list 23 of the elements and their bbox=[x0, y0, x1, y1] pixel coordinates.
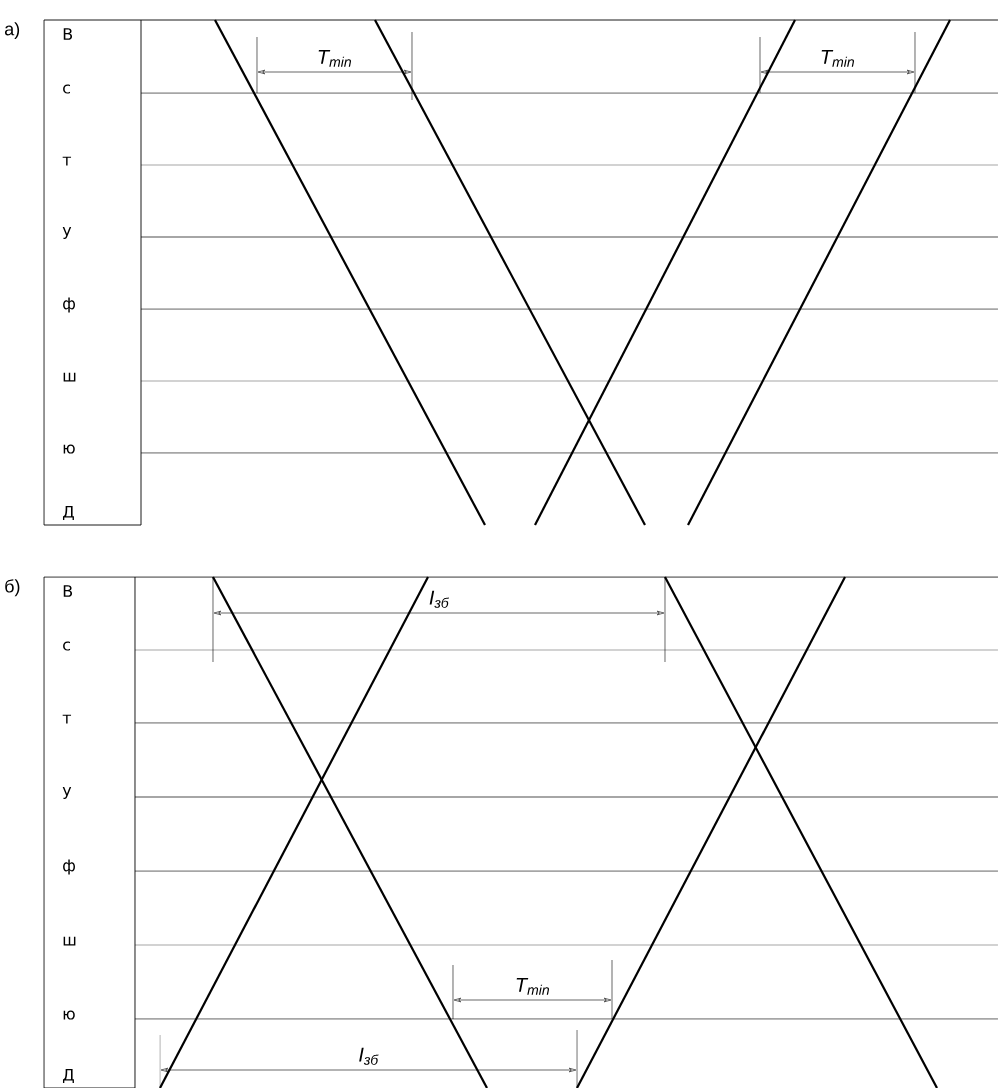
station-label: ф bbox=[63, 859, 75, 875]
station-label: ю bbox=[63, 444, 75, 454]
station-label: ю bbox=[63, 1010, 75, 1020]
station-label: т bbox=[62, 714, 72, 724]
panel-label: а) bbox=[4, 22, 20, 39]
dimension-label: T$_{min}$ bbox=[318, 49, 351, 67]
dimension-label: I$_{зб}$ bbox=[359, 1047, 379, 1065]
station-label: с bbox=[63, 84, 70, 94]
station-label: ш bbox=[63, 372, 76, 382]
station-label: Д bbox=[63, 505, 74, 521]
station-label: Д bbox=[63, 1068, 74, 1084]
station-label: В bbox=[63, 28, 73, 40]
dimension-label: T$_{min}$ bbox=[821, 49, 854, 67]
station-label: В bbox=[63, 585, 73, 597]
station-label: у bbox=[62, 226, 72, 240]
dimension-label: T$_{min}$ bbox=[516, 977, 549, 995]
dimension-label: I$_{зб}$ bbox=[429, 590, 450, 608]
station-label: у bbox=[62, 786, 72, 800]
station-label: т bbox=[62, 156, 72, 166]
station-label: с bbox=[63, 641, 70, 651]
station-label: ш bbox=[63, 936, 76, 946]
station-label: ф bbox=[63, 297, 75, 313]
panel-label: б) bbox=[5, 579, 20, 597]
